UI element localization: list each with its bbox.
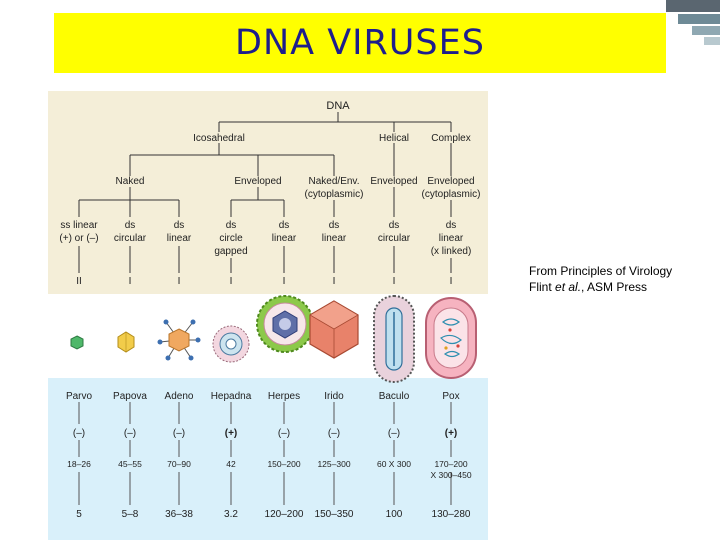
genome-size-kb: 36–38 bbox=[165, 509, 193, 520]
herpes-virion-icon bbox=[256, 295, 314, 353]
corner-decoration bbox=[660, 0, 720, 48]
genome-type-labels: ss linear (+) or (–) ds circular ds linear ds c… bbox=[59, 220, 471, 257]
genome-label: circular bbox=[378, 233, 411, 244]
pox-virion-icon bbox=[425, 297, 477, 379]
credit-line-1: From Principles of Virology bbox=[529, 264, 673, 278]
title-banner: DNA VIRUSES bbox=[54, 13, 666, 73]
genome-label: ds bbox=[226, 220, 237, 231]
genome-size-kb: 130–280 bbox=[432, 509, 471, 520]
genome-label: ds bbox=[446, 220, 457, 231]
baculo-virion-icon bbox=[373, 295, 415, 383]
genome-size-kb: 150–350 bbox=[315, 509, 354, 520]
classification-tree-panel bbox=[48, 91, 488, 294]
genome-label: circular bbox=[114, 233, 147, 244]
genome-size-kb: 120–200 bbox=[265, 509, 304, 520]
virion-size: 70–90 bbox=[167, 459, 191, 469]
credit-publisher: , ASM Press bbox=[581, 280, 648, 294]
tree-level2-naked-env-sub: (cytoplasmic) bbox=[305, 189, 364, 200]
tree-connectors bbox=[78, 112, 452, 273]
class-label: I bbox=[393, 276, 396, 287]
tree-level1-icosahedral: Icosahedral bbox=[193, 133, 245, 144]
virion-illustrations bbox=[70, 295, 477, 383]
family-name: Baculo bbox=[379, 391, 410, 402]
virion-size: 150–200 bbox=[267, 459, 300, 469]
source-credit: From Principles of Virology Flint et al.… bbox=[529, 263, 672, 295]
hepadna-virion-icon bbox=[212, 325, 250, 363]
genome-label: circle bbox=[219, 233, 243, 244]
genome-label: ds bbox=[279, 220, 290, 231]
family-name: Pox bbox=[442, 391, 459, 402]
tree-level2-naked-env: Naked/Env. bbox=[309, 176, 360, 187]
genome-label: ds bbox=[389, 220, 400, 231]
genome-label: ds bbox=[329, 220, 340, 231]
virion-size: 42 bbox=[226, 459, 236, 469]
tree-level2-enveloped: Enveloped bbox=[234, 176, 281, 187]
genome-label: linear bbox=[272, 233, 297, 244]
family-table: Parvo (–) 18–26 5 Papova (–) 45–55 5–8 Adeno (–) 7… bbox=[66, 391, 472, 520]
mrna-sense: (–) bbox=[124, 428, 136, 439]
credit-authors: Flint bbox=[529, 280, 556, 294]
family-name: Irido bbox=[324, 391, 344, 402]
genome-label: linear bbox=[439, 233, 464, 244]
virion-size: 170–200 bbox=[434, 459, 467, 469]
tree-level2-complex-enveloped: Enveloped bbox=[427, 176, 474, 187]
family-name: Parvo bbox=[66, 391, 93, 402]
page-title: DNA VIRUSES bbox=[235, 23, 485, 63]
tree-root-label: DNA bbox=[326, 100, 350, 112]
tree-level2-complex-enveloped-sub: (cytoplasmic) bbox=[422, 189, 481, 200]
genome-label: (+) or (–) bbox=[59, 233, 98, 244]
class-label: I bbox=[230, 276, 233, 287]
virion-size: 45–55 bbox=[118, 459, 142, 469]
genome-size-kb: 100 bbox=[386, 509, 403, 520]
genome-label: linear bbox=[322, 233, 347, 244]
genome-label: ds bbox=[125, 220, 136, 231]
mrna-sense: (+) bbox=[225, 428, 238, 439]
genome-label: linear bbox=[167, 233, 192, 244]
family-name: Adeno bbox=[165, 391, 194, 402]
credit-line-2: Flint et al., ASM Press bbox=[529, 279, 672, 295]
mrna-sense: (+) bbox=[445, 428, 458, 439]
family-name: Papova bbox=[113, 391, 147, 402]
genome-label: gapped bbox=[214, 246, 247, 257]
virion-size: 60 X 300 bbox=[377, 459, 411, 469]
tree-level2-helical-enveloped: Enveloped bbox=[370, 176, 417, 187]
genome-size-kb: 5–8 bbox=[122, 509, 139, 520]
genome-label: ss linear bbox=[60, 220, 98, 231]
mrna-sense: (–) bbox=[388, 428, 400, 439]
adeno-virion-icon bbox=[157, 319, 201, 361]
virion-size: X 300–450 bbox=[430, 470, 471, 480]
class-label: I bbox=[333, 276, 336, 287]
virion-size: 18–26 bbox=[67, 459, 91, 469]
mrna-sense: (–) bbox=[278, 428, 290, 439]
genome-size-kb: 5 bbox=[76, 509, 82, 520]
tree-level1-helical: Helical bbox=[379, 133, 409, 144]
tree-level2-naked: Naked bbox=[116, 176, 145, 187]
family-name: Hepadna bbox=[211, 391, 252, 402]
credit-et-al: et al. bbox=[555, 280, 582, 294]
mrna-sense: (–) bbox=[73, 428, 85, 439]
mrna-sense: (–) bbox=[173, 428, 185, 439]
class-label: II bbox=[76, 276, 82, 287]
class-label: I bbox=[178, 276, 181, 287]
class-label: I bbox=[450, 276, 453, 287]
genome-size-kb: 3.2 bbox=[224, 509, 238, 520]
mrna-sense: (–) bbox=[328, 428, 340, 439]
tree-level1-complex: Complex bbox=[431, 133, 470, 144]
family-name: Herpes bbox=[268, 391, 300, 402]
irido-virion-icon bbox=[309, 300, 359, 359]
family-table-panel bbox=[48, 378, 488, 540]
genome-label: ds bbox=[174, 220, 185, 231]
papova-virion-icon bbox=[117, 331, 135, 353]
virion-size: 125–300 bbox=[317, 459, 350, 469]
class-label: I bbox=[129, 276, 132, 287]
genome-label: (x linked) bbox=[431, 246, 472, 257]
class-label: I bbox=[283, 276, 286, 287]
parvo-virion-icon bbox=[70, 335, 84, 350]
